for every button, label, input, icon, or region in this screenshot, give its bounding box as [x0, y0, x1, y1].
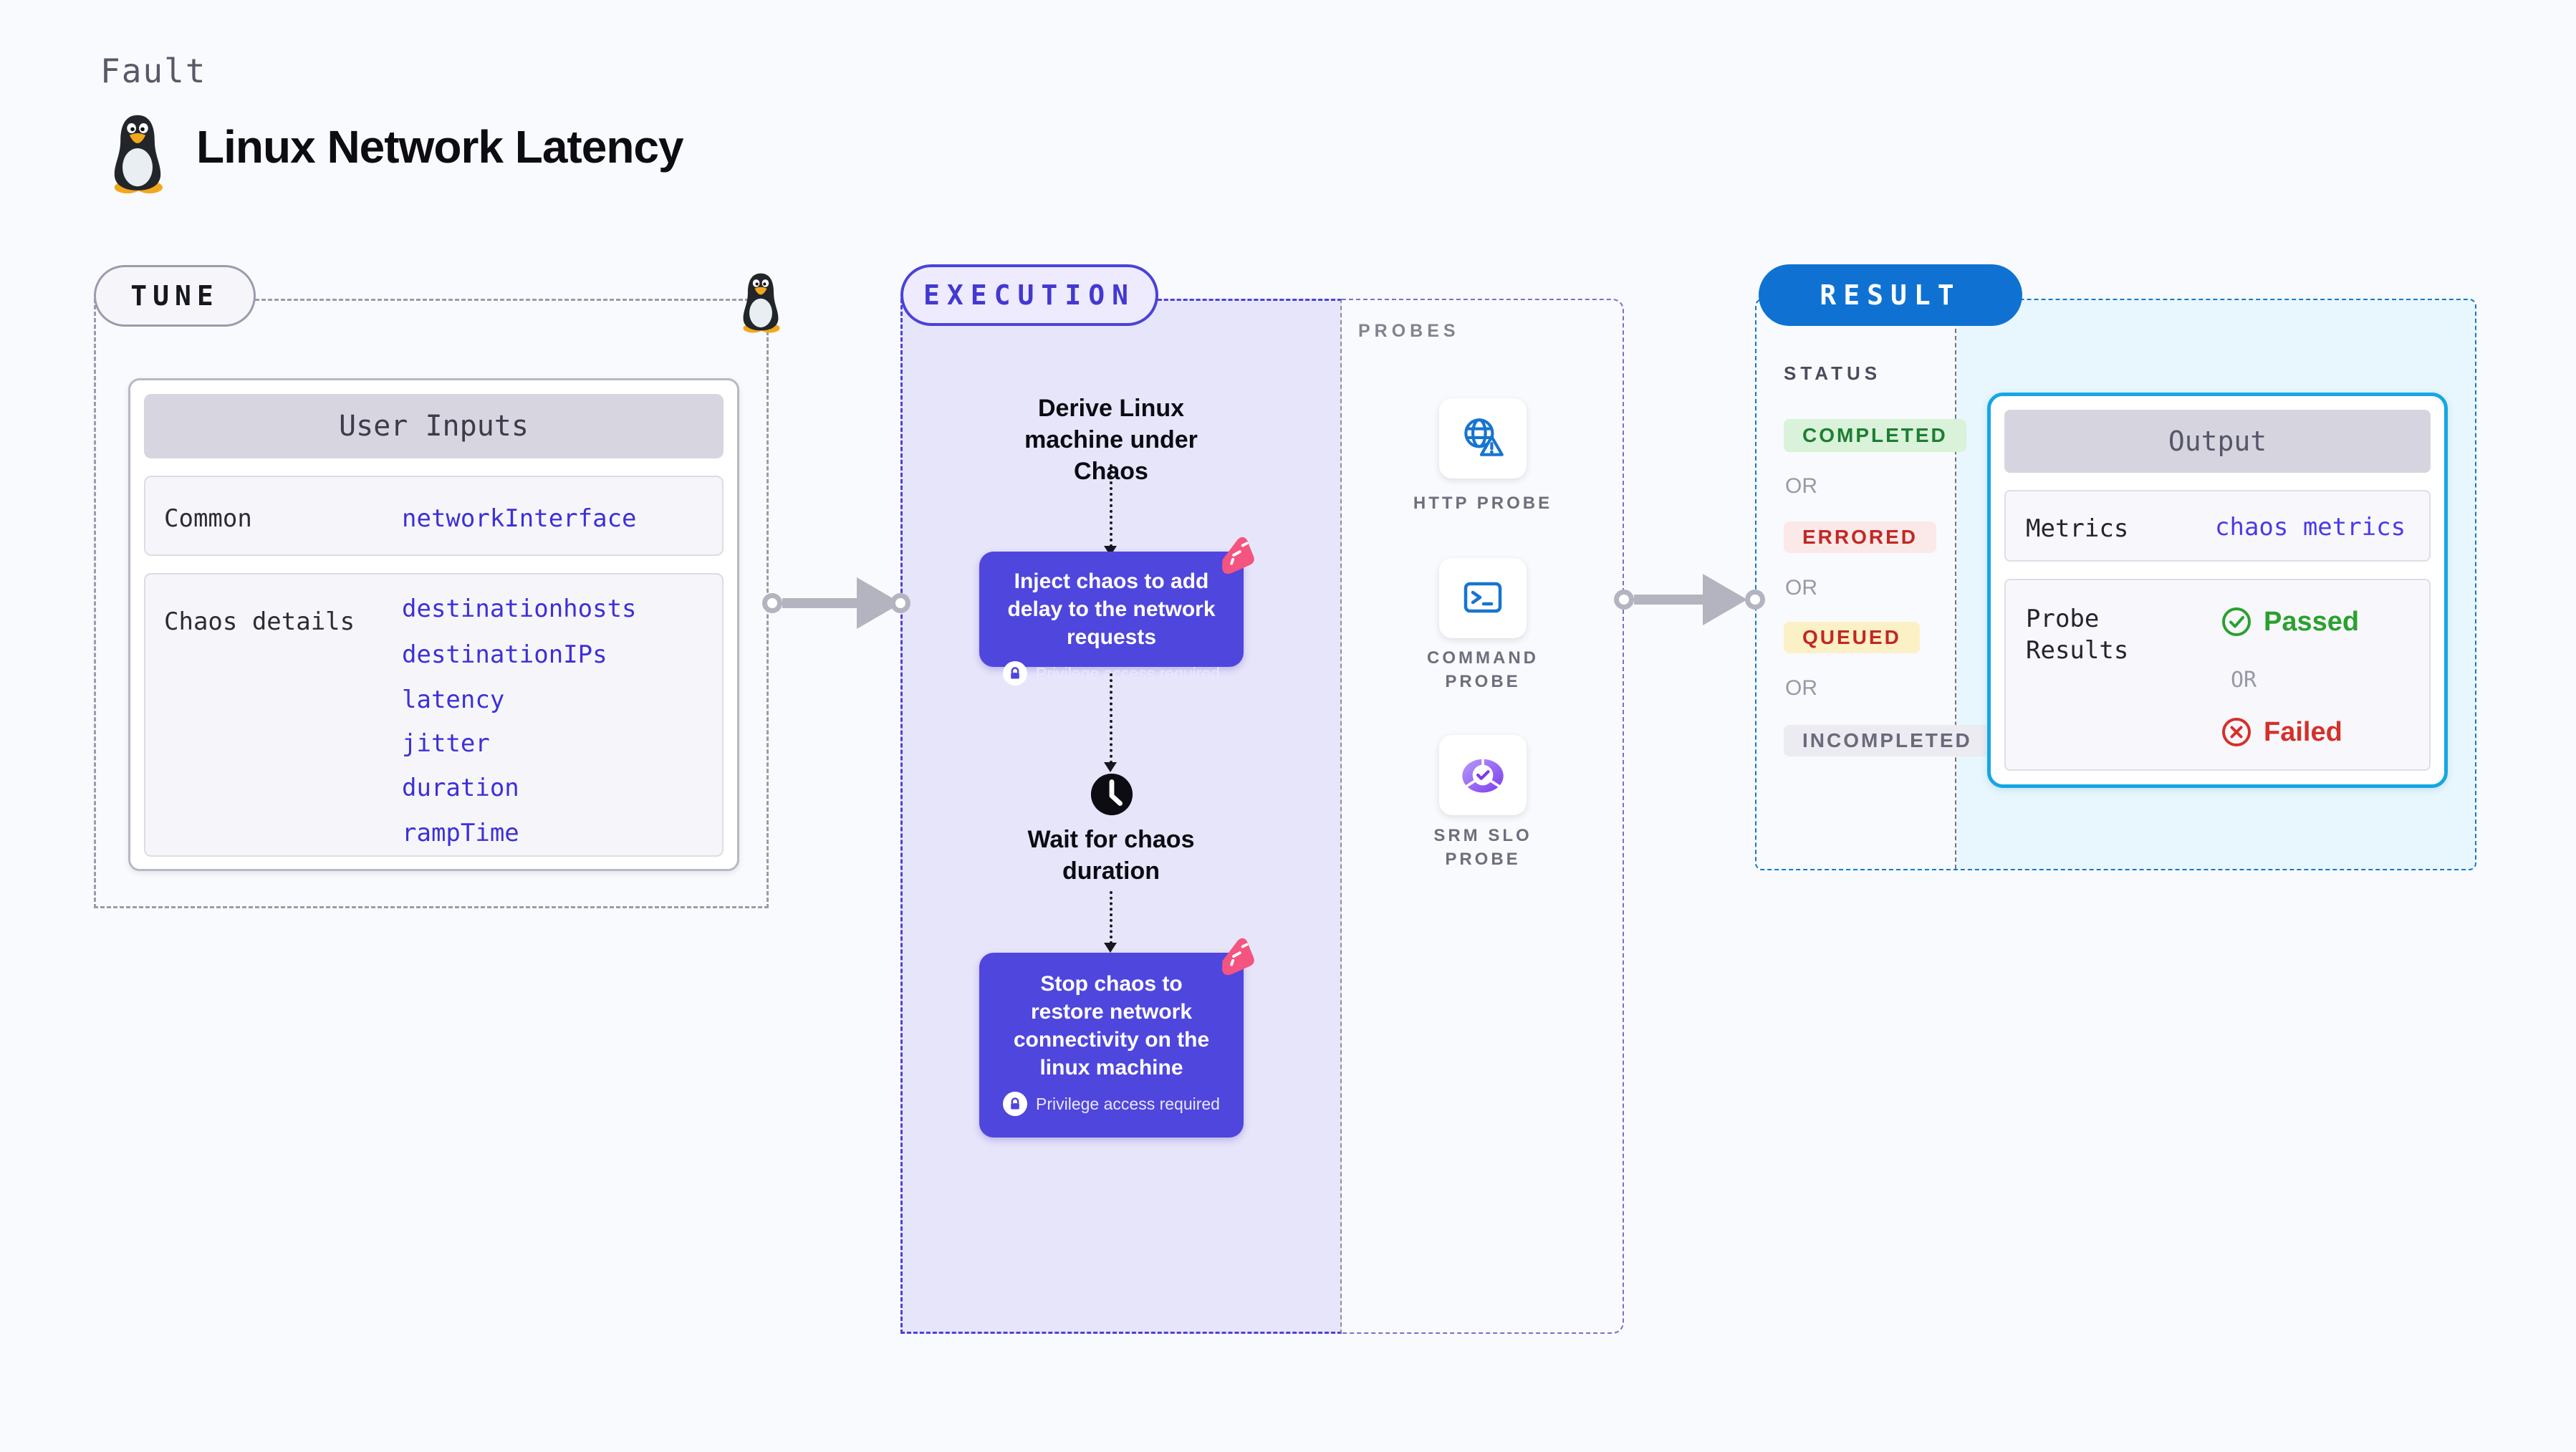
connector-node: [762, 593, 782, 613]
tune-badge: TUNE: [94, 265, 256, 327]
metrics-label: Metrics: [2026, 514, 2129, 543]
input-row-common: Common networkInterface: [144, 476, 724, 556]
stop-chaos-text: Stop chaos to restore network connectivi…: [1013, 972, 1210, 1080]
input-row-chaos-details: Chaos details destinationhosts destinati…: [144, 573, 724, 857]
inject-chaos-text: Inject chaos to add delay to the network…: [1007, 569, 1216, 649]
status-badge-incompleted: INCOMPLETED: [1784, 725, 1991, 756]
result-badge: RESULT: [1759, 264, 2022, 326]
x-circle-icon: [2222, 718, 2251, 746]
or-separator: OR: [1785, 474, 1817, 498]
input-value: destinationIPs: [402, 640, 607, 669]
flow-arrow: [1634, 595, 1706, 605]
srm-slo-probe-label: SRM SLO PROBE: [1433, 826, 1532, 869]
status-badge-queued: QUEUED: [1784, 622, 1920, 653]
status-badge-errored: ERRORED: [1784, 521, 1937, 553]
input-value: latency: [402, 686, 505, 714]
stop-chaos-step: Stop chaos to restore network connectivi…: [979, 938, 1254, 1138]
command-probe-icon: [1464, 582, 1502, 613]
lock-icon: [1003, 661, 1028, 686]
flow-connector: [1110, 673, 1112, 764]
user-inputs-header: User Inputs: [144, 394, 724, 458]
connector-node: [1614, 590, 1634, 610]
srm-slo-probe-icon: [1462, 759, 1504, 793]
connector-node: [1745, 590, 1765, 610]
inject-chaos-step: Inject chaos to add delay to the network…: [979, 537, 1254, 686]
check-circle-icon: [2222, 607, 2251, 636]
input-value: rampTime: [402, 819, 519, 847]
page-title: Linux Network Latency: [196, 121, 684, 173]
execution-badge: EXECUTION: [900, 264, 1158, 326]
or-separator: OR: [1785, 576, 1817, 600]
probe-results-row: Probe Results Passed OR Failed: [2004, 579, 2431, 771]
probes-section-box: [1342, 299, 1624, 1334]
probe-results-label: Probe Results: [2026, 605, 2129, 665]
input-row-label: Common: [164, 504, 252, 533]
result-divider: [1955, 300, 1956, 869]
privilege-note: Privilege access required: [1036, 663, 1220, 683]
chaos-logo-icon: [1222, 537, 1254, 574]
failed-label: Failed: [2264, 716, 2342, 747]
srm-slo-probe-card: [1439, 735, 1527, 815]
http-probe-card: [1439, 398, 1527, 479]
result-section-box: [1755, 299, 2476, 870]
chaos-logo-icon: [1222, 938, 1254, 976]
passed-label: Passed: [2264, 606, 2360, 637]
flow-connector: [1110, 464, 1112, 547]
step-wait-label: Wait for chaos duration: [1027, 826, 1195, 885]
input-value: jitter: [402, 729, 490, 758]
input-row-label: Chaos details: [164, 607, 355, 636]
command-probe-card: [1439, 558, 1527, 638]
flow-arrow: [782, 598, 860, 608]
status-badge-completed: COMPLETED: [1784, 419, 1966, 452]
input-value: networkInterface: [402, 504, 637, 533]
http-probe-icon: [1464, 418, 1504, 456]
probes-title: PROBES: [1358, 321, 1460, 341]
lock-icon: [1003, 1092, 1028, 1116]
connector-node: [890, 593, 910, 613]
flow-connector-tip: [1104, 762, 1117, 779]
fault-eyebrow: Fault: [100, 52, 207, 90]
or-separator: OR: [1785, 676, 1817, 700]
input-value: duration: [402, 774, 519, 802]
status-title: STATUS: [1784, 362, 1882, 384]
linux-tux-icon: [114, 115, 163, 193]
metrics-row: Metrics chaos metrics: [2004, 490, 2431, 562]
metrics-value: chaos metrics: [2215, 513, 2406, 542]
http-probe-label: HTTP PROBE: [1413, 494, 1553, 513]
output-header: Output: [2004, 410, 2431, 473]
step-derive-label: Derive Linux machine under Chaos: [1024, 395, 1198, 485]
input-value: destinationhosts: [402, 595, 637, 623]
flow-arrow-head: [1703, 574, 1747, 625]
execution-section-box: [900, 299, 1342, 1334]
or-separator: OR: [2231, 668, 2257, 693]
privilege-note: Privilege access required: [1036, 1094, 1220, 1113]
linux-tux-corner-icon: [743, 273, 780, 333]
command-probe-label: COMMAND PROBE: [1427, 648, 1539, 691]
flow-connector-tip: [1104, 943, 1117, 959]
wait-clock-icon: [1090, 773, 1133, 816]
flow-connector: [1110, 891, 1112, 944]
